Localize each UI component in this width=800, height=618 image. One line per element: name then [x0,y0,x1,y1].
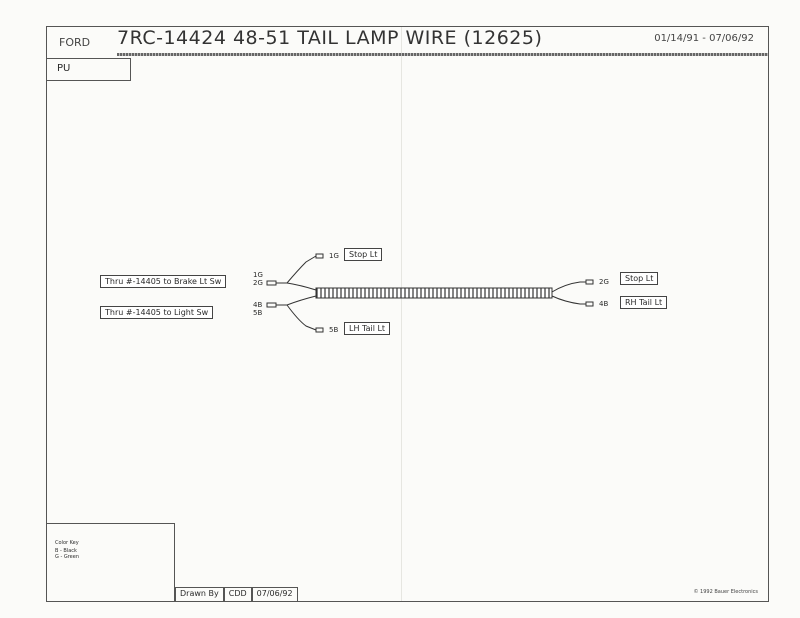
model-label: PU [57,63,71,74]
connector-right-top [585,279,594,285]
label-stop-lt-left: Stop Lt [344,248,383,261]
title-block: FORD 7RC-14424 48-51 TAIL LAMP WIRE (126… [47,27,768,55]
label-brake-switch: Thru #-14405 to Brake Lt Sw [100,275,227,288]
title-rule [117,53,768,56]
color-key-title: Color Key [55,540,79,546]
pin-branch-bottom: 5B [329,326,339,334]
pin-right-top: 2G [599,278,609,286]
pin-5b: 5B [253,309,263,317]
drawn-by-initials: CDD [223,587,252,601]
label-stop-lt-right: Stop Lt [620,272,659,285]
copyright-notice: © 1992 Bauer Electronics [693,589,758,595]
make-label: FORD [59,36,91,49]
drawing-sheet: FORD 7RC-14424 48-51 TAIL LAMP WIRE (126… [46,26,769,602]
drawn-by-date: 07/06/92 [251,587,298,601]
model-box: PU [47,58,131,81]
wire-right-top [551,281,586,293]
label-rh-tail-lt: RH Tail Lt [620,296,668,309]
pin-right-bottom: 4B [599,300,609,308]
label-light-switch: Thru #-14405 to Light Sw [100,306,214,319]
drawn-by-label: Drawn By [175,587,224,601]
wire-upper-left [276,282,317,291]
wire-right-bottom [551,295,586,305]
date-range: 01/14/91 - 07/06/92 [654,33,754,44]
connector-branch-bottom [315,327,324,333]
pin-branch-top: 1G [329,252,339,260]
wire-lower-left [276,295,317,306]
color-key-box: Color Key B - Black G - Green [47,523,175,601]
drawn-by-block: Drawn By CDD 07/06/92 [175,587,298,601]
label-lh-tail-lt: LH Tail Lt [344,322,391,335]
part-title: 7RC-14424 48-51 TAIL LAMP WIRE (12625) [117,27,543,49]
color-key-entry: G - Green [55,554,79,560]
connector-lower-left [266,302,277,308]
color-key-entry: B - Black [55,548,77,554]
wire-branch-top [286,255,317,284]
connector-right-bottom [585,301,594,307]
paper-fold [401,26,402,602]
connector-branch-top [315,253,324,259]
wire-harness-braid [315,287,553,299]
pin-2g: 2G [253,279,263,287]
pin-4b: 4B [253,301,263,309]
connector-upper-left [266,280,277,286]
pin-1g: 1G [253,271,263,279]
wire-branch-bottom [286,304,317,331]
